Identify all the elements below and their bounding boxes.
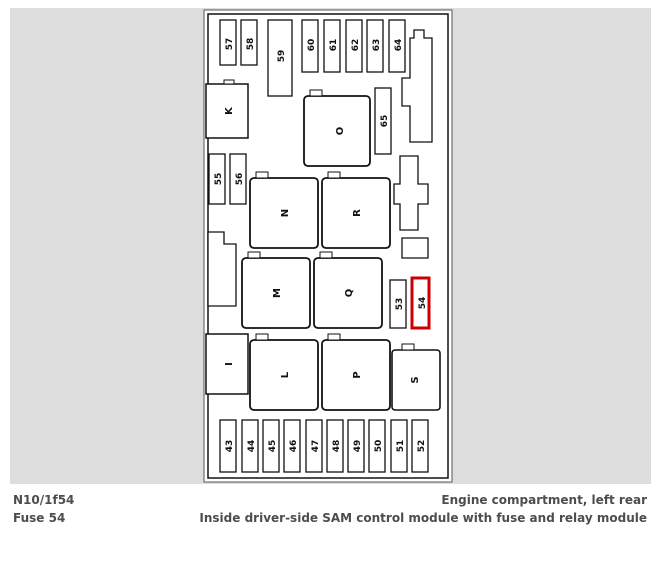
relay-P: P [321, 333, 391, 411]
fuse-47: 47 [305, 419, 323, 473]
fuse-50-label: 50 [374, 440, 384, 453]
relay-S: S [391, 343, 441, 411]
fuse-box-diagram: 57 58 59 60 61 62 63 64 K O [203, 9, 453, 483]
fuse-56: 56 [229, 153, 247, 205]
fuse-49: 49 [347, 419, 365, 473]
fuse-62: 62 [345, 19, 363, 73]
fuse-55-label: 55 [214, 173, 224, 186]
fuse-44-label: 44 [247, 440, 257, 453]
fuse-46-label: 46 [289, 440, 299, 453]
fuse-45-label: 45 [268, 440, 278, 453]
relay-L-label: L [280, 371, 291, 378]
relay-Q: Q [313, 251, 383, 329]
fuse-43: 43 [219, 419, 237, 473]
fuse-62-label: 62 [351, 39, 361, 52]
fuse-55: 55 [208, 153, 226, 205]
connector-left-mid [207, 231, 237, 307]
relay-L: L [249, 333, 319, 411]
fuse-63-label: 63 [372, 39, 382, 52]
fuse-44: 44 [241, 419, 259, 473]
relay-I: I [205, 333, 249, 395]
fuse-51-label: 51 [396, 440, 406, 453]
fuse-64-label: 64 [394, 39, 404, 52]
relay-M-label: M [272, 288, 283, 298]
relay-O-label: O [335, 127, 346, 136]
relay-K-label: K [224, 106, 235, 115]
relay-O: O [303, 89, 371, 167]
fuse-53: 53 [389, 279, 407, 329]
fuse-65: 65 [374, 87, 392, 155]
fuse-52: 52 [411, 419, 429, 473]
fuse-48: 48 [326, 419, 344, 473]
fuse-49-label: 49 [353, 440, 363, 453]
fuse-51: 51 [390, 419, 408, 473]
fuse-60-label: 60 [307, 39, 317, 52]
fuse-50: 50 [368, 419, 386, 473]
relay-M: M [241, 251, 311, 329]
fuse-54-highlight [410, 276, 431, 330]
fuse-59-label: 59 [277, 50, 287, 63]
component-description: Inside driver-side SAM control module wi… [199, 511, 647, 525]
relay-N: N [249, 171, 319, 249]
fuse-47-label: 47 [311, 440, 321, 453]
relay-I-label: I [224, 362, 235, 366]
fuse-58: 58 [240, 19, 258, 66]
fuse-48-label: 48 [332, 440, 342, 453]
fuse-54-label: 54 [418, 297, 428, 310]
connector-mid-right [393, 155, 429, 231]
fuse-56-label: 56 [235, 173, 245, 186]
relay-S-label: S [410, 376, 421, 383]
fuse-45: 45 [262, 419, 280, 473]
relay-K: K [205, 79, 249, 139]
component-name: Fuse 54 [13, 511, 66, 525]
component-location: Engine compartment, left rear [441, 493, 647, 507]
fuse-54: 54 [410, 276, 431, 330]
fuse-43-label: 43 [225, 440, 235, 453]
fuse-65-label: 65 [380, 115, 390, 128]
relay-Q-label: Q [344, 289, 355, 298]
fuse-57-label: 57 [225, 38, 235, 51]
fuse-63: 63 [366, 19, 384, 73]
connector-small-right [401, 237, 429, 259]
relay-N-label: N [280, 209, 291, 217]
fuse-64: 64 [388, 19, 406, 73]
fuse-61: 61 [323, 19, 341, 73]
connector-top-right [401, 29, 433, 143]
fuse-46: 46 [283, 419, 301, 473]
fuse-59: 59 [267, 19, 293, 97]
fuse-61-label: 61 [329, 39, 339, 52]
component-id: N10/1f54 [13, 493, 75, 507]
fuse-60: 60 [301, 19, 319, 73]
fuse-58-label: 58 [246, 38, 256, 51]
relay-R-label: R [352, 209, 363, 217]
diagram-panel: 57 58 59 60 61 62 63 64 K O [10, 8, 651, 484]
fuse-52-label: 52 [417, 440, 427, 453]
relay-P-label: P [352, 371, 363, 378]
fuse-53-label: 53 [395, 298, 405, 311]
relay-R: R [321, 171, 391, 249]
fuse-57: 57 [219, 19, 237, 66]
